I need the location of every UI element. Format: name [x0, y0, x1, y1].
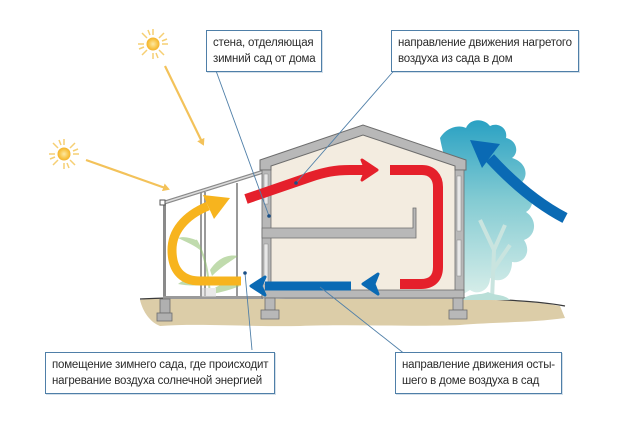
callout-garden-room-line-2: нагревание воздуха солнечной энергией: [52, 375, 262, 387]
callout-cool-air: направление движения осты- шего в доме в…: [395, 352, 562, 394]
floor-slab: [261, 289, 465, 299]
callout-wall-line-2: зимний сад от дома: [213, 53, 316, 65]
callout-garden-room-line-1: помещение зимнего сада, где происходит: [52, 359, 269, 371]
outside-air-arrow: [470, 140, 568, 223]
ground: [140, 297, 565, 327]
leader-cool: [319, 286, 407, 356]
garden-footing: [159, 298, 171, 314]
callout-warm-air: направление движения нагретого воздуха и…: [391, 30, 579, 72]
callout-garden-room: помещение зимнего сада, где происходит н…: [45, 352, 276, 394]
leader-lines: [214, 65, 407, 356]
tree-grass: [462, 292, 510, 300]
callout-warm-air-line-2: воздуха из сада в дом: [398, 53, 513, 65]
garden-mullion-1: [200, 193, 202, 297]
footing-right: [452, 297, 464, 311]
callout-warm-air-line-1: направление движения нагретого: [398, 37, 572, 49]
leader-garden: [244, 272, 253, 351]
garden-floor: [163, 296, 263, 299]
sun-ray-arrow: [164, 65, 205, 146]
leader-wall: [214, 67, 270, 217]
solar-heating-arrow: [167, 195, 241, 286]
footing-left: [264, 297, 276, 311]
callout-wall-line-1: стена, отделяющая: [213, 37, 314, 49]
garden-post-left: [163, 203, 166, 297]
mezzanine-floor: [261, 207, 417, 239]
tree-trunk: [478, 219, 512, 301]
callout-cool-air-line-1: направление движения осты-: [402, 359, 555, 371]
sun-icon: [138, 29, 168, 59]
garden-mullion-2: [204, 192, 206, 297]
sun-icon: [49, 139, 79, 169]
callout-wall: стена, отделяющая зимний сад от дома: [206, 30, 323, 72]
sun-ray-arrow: [85, 158, 170, 192]
callout-cool-air-line-2: шего в доме воздуха в сад: [402, 375, 540, 387]
garden-mullion-3: [236, 183, 238, 297]
leader-warm: [295, 65, 399, 184]
warm-air-arrow: [244, 158, 443, 289]
cool-air-arrow: [249, 272, 424, 297]
